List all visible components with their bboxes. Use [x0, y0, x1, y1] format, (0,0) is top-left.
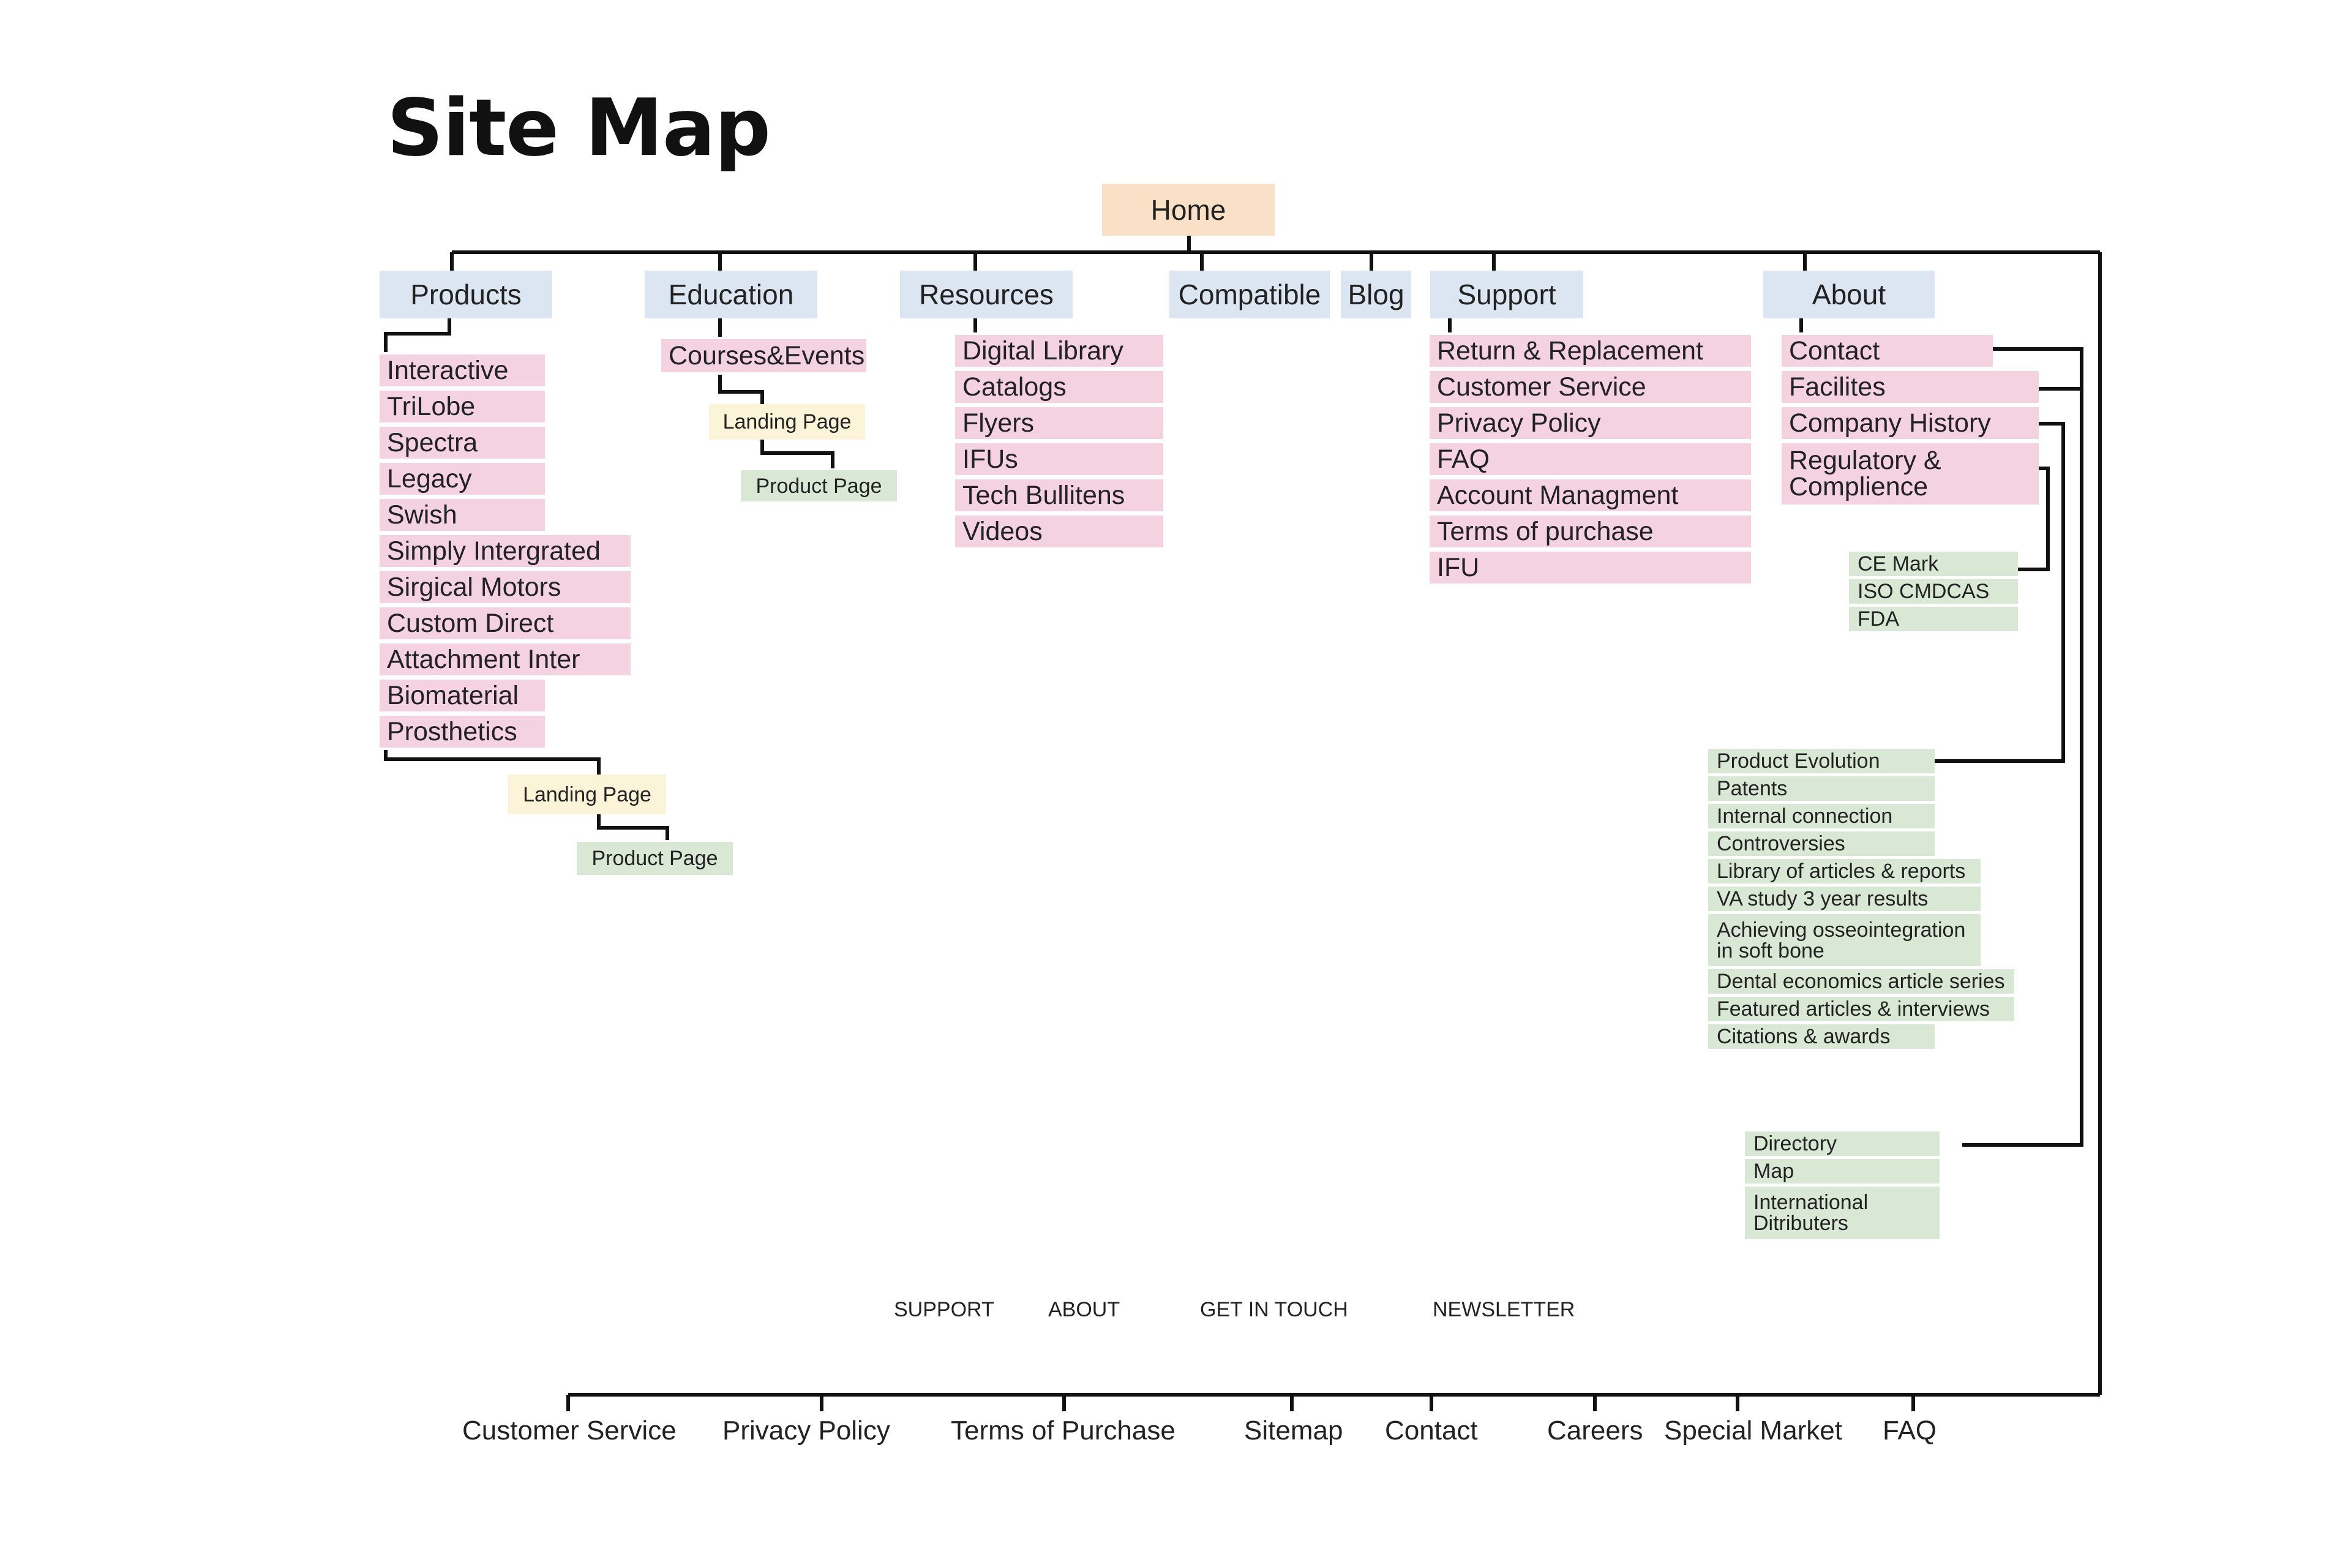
page-tech-bulletins[interactable]: Tech Bullitens	[955, 477, 1163, 514]
subpage-directory[interactable]: Directory	[1745, 1130, 1940, 1158]
page-customer-service[interactable]: Customer Service	[1430, 369, 1751, 405]
page-custom-direct[interactable]: Custom Direct	[380, 605, 631, 642]
footer-link-contact[interactable]: Contact	[1385, 1416, 1478, 1446]
page-regulatory-compliance[interactable]: Regulatory & Complience	[1782, 441, 2039, 507]
page-attachment-inter[interactable]: Attachment Inter	[380, 641, 631, 678]
category-resources[interactable]: Resources	[900, 271, 1073, 318]
page-surgical-motors[interactable]: Sirgical Motors	[380, 569, 631, 606]
subpage-controversies[interactable]: Controversies	[1708, 830, 1935, 858]
subpage-featured-articles[interactable]: Featured articles & interviews	[1708, 995, 2014, 1023]
page-ifu[interactable]: IFU	[1430, 549, 1751, 586]
subpage-iso-cmdcas[interactable]: ISO CMDCAS	[1849, 577, 2018, 606]
subpage-product-evolution[interactable]: Product Evolution	[1708, 747, 1935, 775]
subpage-citations-awards[interactable]: Citations & awards	[1708, 1022, 1935, 1051]
footer-link-special-market[interactable]: Special Market	[1664, 1416, 1843, 1446]
footer-link-terms-of-purchase[interactable]: Terms of Purchase	[951, 1416, 1176, 1446]
category-education[interactable]: Education	[645, 271, 817, 318]
page-ifus[interactable]: IFUs	[955, 441, 1163, 478]
page-terms-of-purchase[interactable]: Terms of purchase	[1430, 513, 1751, 550]
subpage-dental-economics[interactable]: Dental economics article series	[1708, 967, 2014, 996]
footer-link-faq[interactable]: FAQ	[1883, 1416, 1937, 1446]
page-prosthetics[interactable]: Prosthetics	[380, 713, 545, 750]
footer-heading-support[interactable]: SUPPORT	[894, 1298, 994, 1321]
subpage-map[interactable]: Map	[1745, 1157, 1940, 1185]
subpage-va-study[interactable]: VA study 3 year results	[1708, 885, 1981, 913]
page-flyers[interactable]: Flyers	[955, 405, 1163, 441]
footer-link-customer-service[interactable]: Customer Service	[462, 1416, 677, 1446]
subpage-internal-connection[interactable]: Internal connection	[1708, 802, 1935, 830]
page-swish[interactable]: Swish	[380, 497, 545, 533]
home-node[interactable]: Home	[1102, 184, 1275, 236]
page-legacy[interactable]: Legacy	[380, 460, 545, 497]
category-products[interactable]: Products	[380, 271, 552, 318]
page-spectra[interactable]: Spectra	[380, 424, 545, 461]
products-product-page[interactable]: Product Page	[577, 840, 733, 877]
category-blog[interactable]: Blog	[1341, 271, 1411, 318]
footer-link-privacy-policy[interactable]: Privacy Policy	[722, 1416, 890, 1446]
footer-heading-about[interactable]: ABOUT	[1048, 1298, 1120, 1321]
page-privacy-policy[interactable]: Privacy Policy	[1430, 405, 1751, 441]
education-product-page[interactable]: Product Page	[741, 468, 897, 503]
subpage-patents[interactable]: Patents	[1708, 775, 1935, 803]
page-catalogs[interactable]: Catalogs	[955, 369, 1163, 405]
page-contact[interactable]: Contact	[1782, 332, 1993, 369]
page-title: Site Map	[387, 83, 771, 174]
page-trilobe[interactable]: TriLobe	[380, 388, 545, 425]
category-compatible[interactable]: Compatible	[1169, 271, 1330, 318]
page-simply-integrated[interactable]: Simply Intergrated	[380, 533, 631, 569]
category-about[interactable]: About	[1763, 271, 1935, 318]
page-digital-library[interactable]: Digital Library	[955, 332, 1163, 369]
page-biomaterial[interactable]: Biomaterial	[380, 677, 545, 714]
page-account-management[interactable]: Account Managment	[1430, 477, 1751, 514]
footer-heading-newsletter[interactable]: NEWSLETTER	[1433, 1298, 1575, 1321]
category-support[interactable]: Support	[1430, 271, 1583, 318]
page-return-replacement[interactable]: Return & Replacement	[1430, 332, 1751, 369]
page-facilities[interactable]: Facilites	[1782, 369, 2039, 405]
subpage-international-distributors[interactable]: International Ditributers	[1745, 1185, 1940, 1241]
subpage-fda[interactable]: FDA	[1849, 605, 2018, 633]
page-interactive[interactable]: Interactive	[380, 352, 545, 389]
page-company-history[interactable]: Company History	[1782, 405, 2039, 441]
footer-heading-get-in-touch[interactable]: GET IN TOUCH	[1200, 1298, 1348, 1321]
page-videos[interactable]: Videos	[955, 513, 1163, 550]
footer-link-sitemap[interactable]: Sitemap	[1244, 1416, 1343, 1446]
page-faq[interactable]: FAQ	[1430, 441, 1751, 478]
education-landing-page[interactable]: Landing Page	[709, 404, 865, 440]
subpage-ce-mark[interactable]: CE Mark	[1849, 550, 2018, 578]
subpage-library-articles[interactable]: Library of articles & reports	[1708, 857, 1981, 885]
products-landing-page[interactable]: Landing Page	[508, 775, 666, 814]
page-courses-events[interactable]: Courses&Events	[661, 337, 866, 375]
footer-link-careers[interactable]: Careers	[1547, 1416, 1643, 1446]
subpage-osseointegration[interactable]: Achieving osseointegration in soft bone	[1708, 912, 1981, 968]
